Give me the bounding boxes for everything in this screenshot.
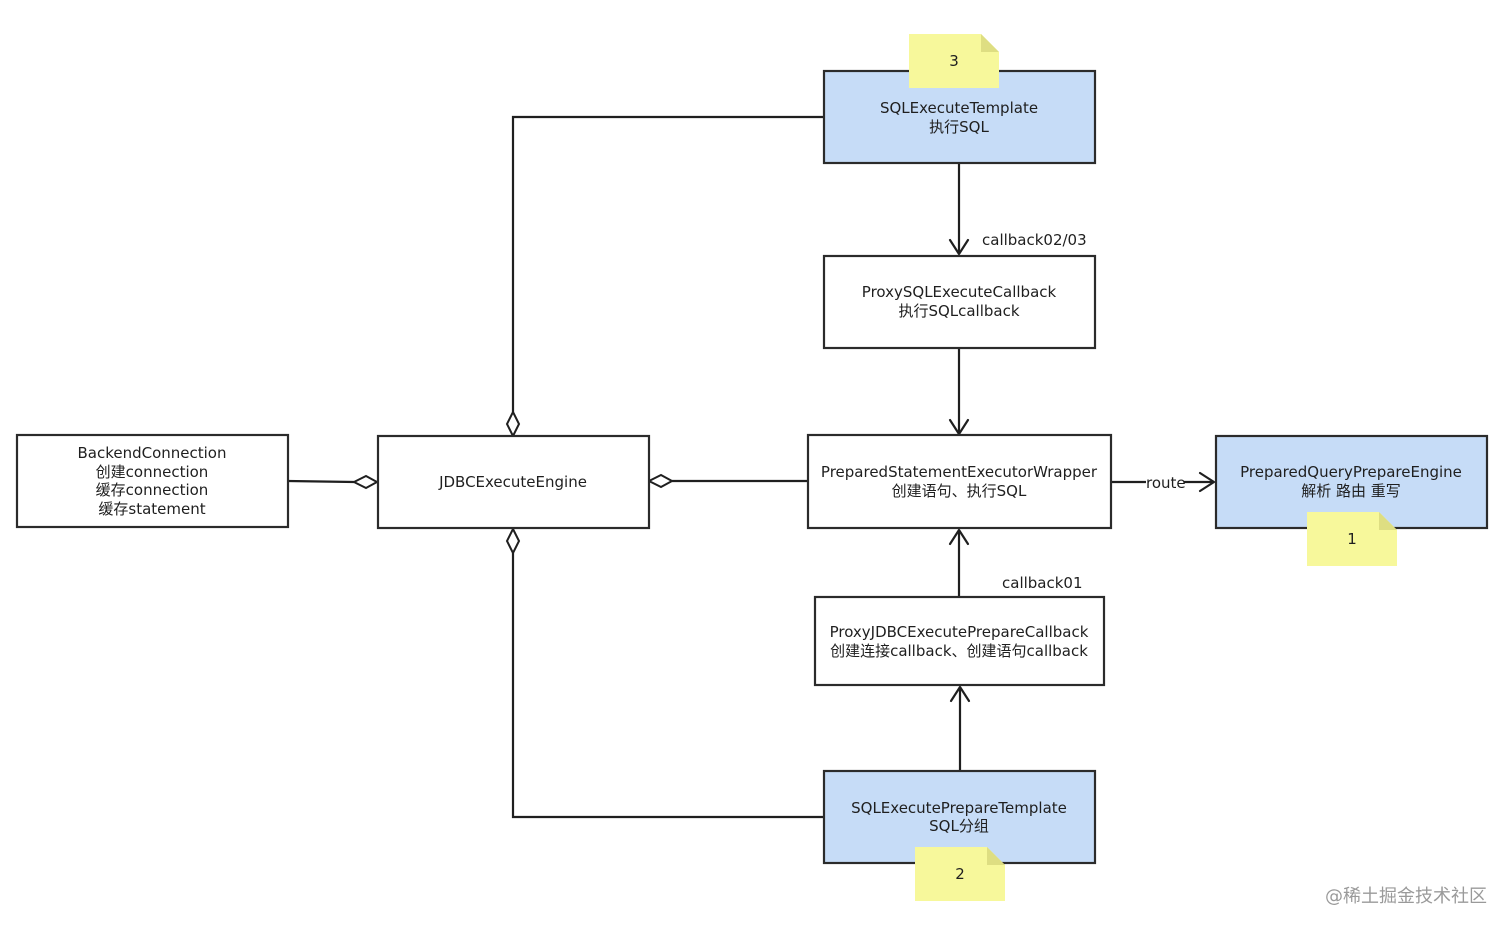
node-label-line: 创建连接callback、创建语句callback <box>830 642 1088 660</box>
node-label-line: 执行SQL <box>929 118 989 136</box>
node-jdbc-execute-engine: JDBCExecuteEngine <box>376 434 651 530</box>
watermark: @稀土掘金技术社区 <box>1325 886 1487 907</box>
arrowhead-down-callback <box>948 238 970 256</box>
node-prepared-statement-executor-wrapper: PreparedStatementExecutorWrapper 创建语句、执行… <box>806 433 1113 530</box>
node-backend-connection: BackendConnection 创建connection 缓存connect… <box>15 433 290 529</box>
node-label-line: SQL分组 <box>929 817 989 835</box>
node-label-line: JDBCExecuteEngine <box>438 473 587 491</box>
aggregation-diamond-bottom <box>505 526 521 556</box>
node-label-line: ProxyJDBCExecutePrepareCallback <box>830 623 1089 641</box>
arrowhead-up-wrapper <box>948 528 970 546</box>
node-label-line: PreparedStatementExecutorWrapper <box>821 463 1098 481</box>
node-label-line: 创建语句、执行SQL <box>892 482 1027 500</box>
edge-backend-to-engine <box>287 479 355 484</box>
node-label-line: ProxySQLExecuteCallback <box>862 283 1057 301</box>
aggregation-diamond-top <box>505 409 521 439</box>
aggregation-diamond-left <box>351 474 380 490</box>
node-proxy-sql-execute-callback: ProxySQLExecuteCallback 执行SQLcallback <box>822 254 1097 350</box>
node-label-line: SQLExecuteTemplate <box>880 99 1038 117</box>
arrowhead-right-route <box>1198 471 1216 493</box>
edge-label-callback-01: callback01 <box>1002 574 1083 592</box>
node-label-line: PreparedQueryPrepareEngine <box>1240 463 1462 481</box>
arrowhead-up-prepare-callback <box>949 685 971 703</box>
node-label-line: 缓存connection <box>96 481 209 499</box>
aggregation-diamond-right <box>646 473 675 489</box>
node-label-line: 执行SQLcallback <box>898 302 1019 320</box>
edge-prepare-template-to-engine <box>511 553 824 819</box>
node-label-line: SQLExecutePrepareTemplate <box>851 799 1067 817</box>
node-label-line: 创建connection <box>96 463 209 481</box>
note-number: 3 <box>949 52 959 70</box>
edge-label-route: route <box>1146 474 1186 492</box>
sticky-note-1: 1 <box>1307 512 1397 566</box>
sticky-note-3: 3 <box>909 34 999 88</box>
node-label-line: 解析 路由 重写 <box>1301 482 1401 500</box>
sticky-note-2: 2 <box>915 847 1005 901</box>
edge-template-to-engine <box>511 115 824 412</box>
node-proxy-jdbc-execute-prepare-callback: ProxyJDBCExecutePrepareCallback 创建连接call… <box>813 595 1106 687</box>
note-number: 2 <box>955 865 965 883</box>
edge-label-callback-02-03: callback02/03 <box>982 231 1087 249</box>
node-label-line: BackendConnection <box>77 444 226 462</box>
note-number: 1 <box>1347 530 1357 548</box>
node-label-line: 缓存statement <box>98 500 205 518</box>
